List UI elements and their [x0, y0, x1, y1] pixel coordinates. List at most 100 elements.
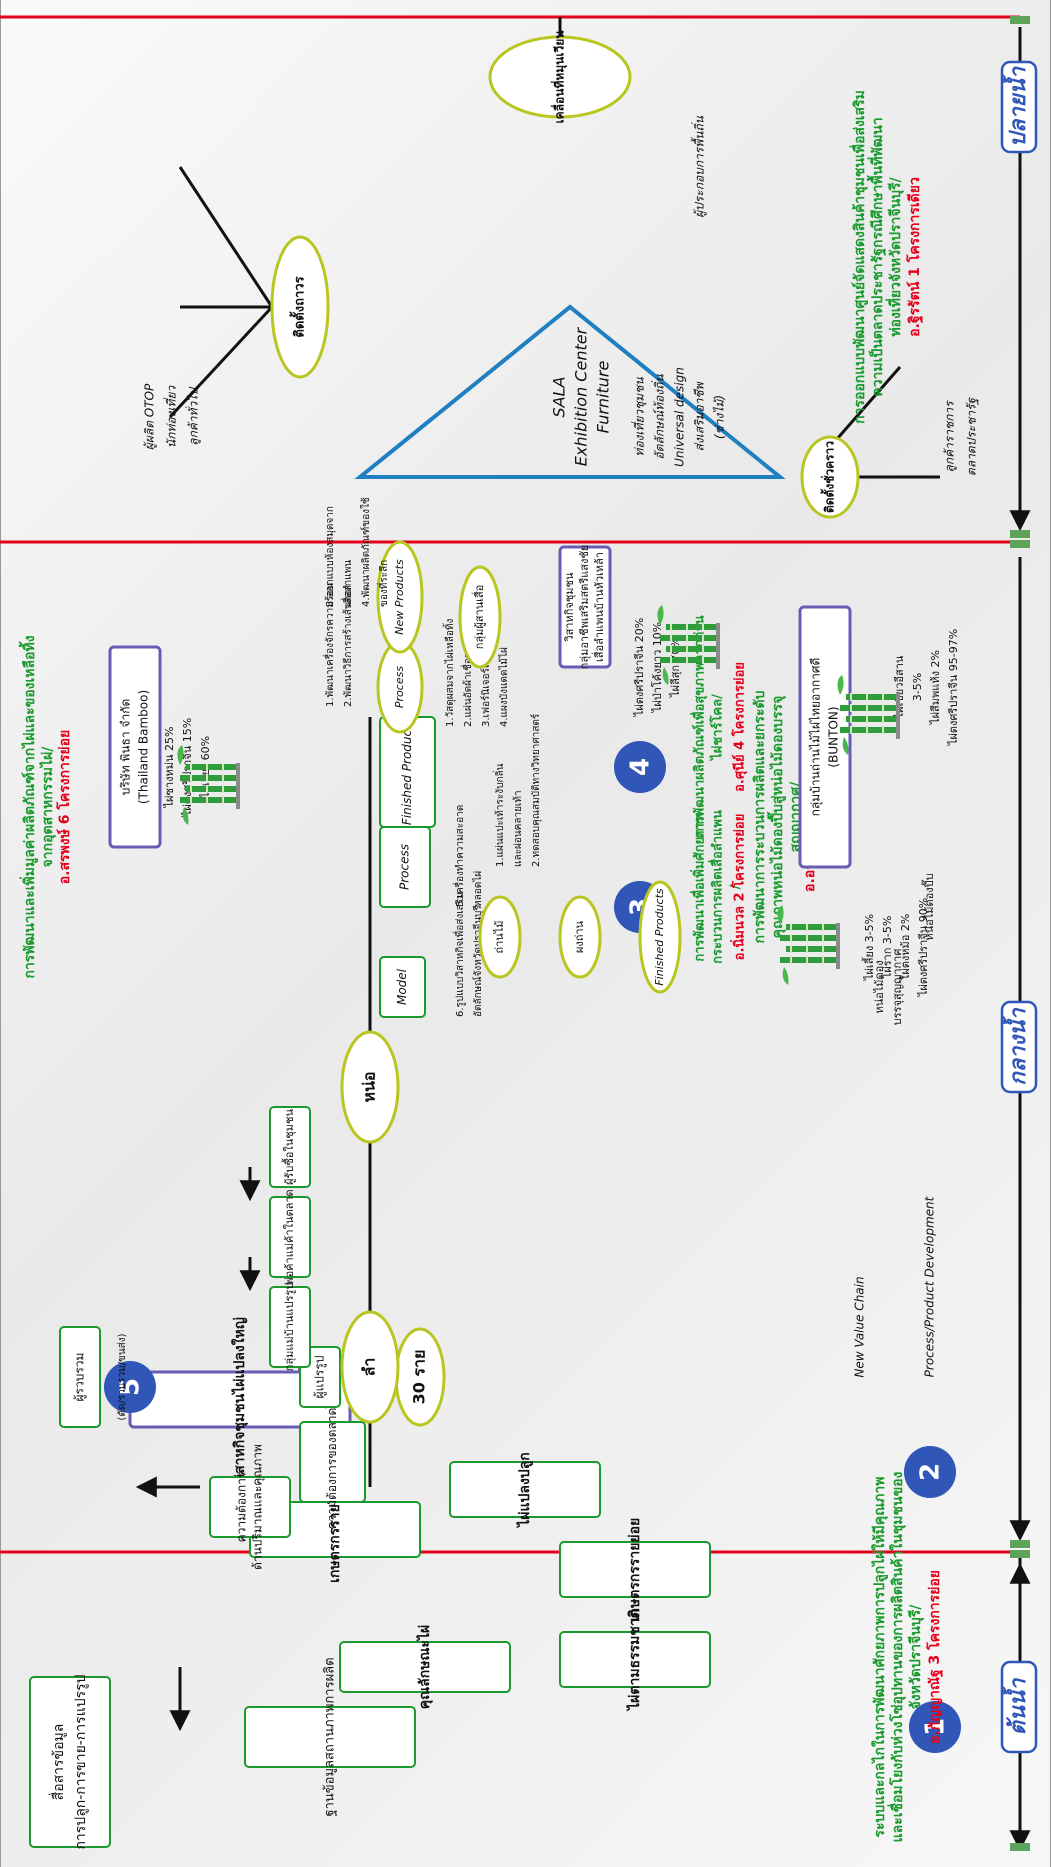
charcoal-oval-label: ถ่านไม้: [493, 920, 506, 953]
company-box: [108, 645, 162, 849]
hub-temp-oval: [800, 435, 860, 519]
bamboo-node: [686, 623, 688, 631]
model-box-label: Model: [395, 968, 409, 1005]
caption-3: /: [729, 884, 744, 889]
bunton-box: [798, 605, 852, 869]
bamboo-node: [866, 704, 868, 712]
charcoal-fp-oval-label: Finished Products: [653, 888, 666, 986]
step-badge-2: [904, 1446, 956, 1498]
shoot-oval: [340, 1030, 400, 1144]
mat-group-box-label: วิสาหกิจชุมชน: [563, 572, 576, 642]
model-item: 6.รูปแบบวิสาหกิจเพื่อส่งเสริม: [452, 892, 466, 1017]
bamboo-stalk: [846, 694, 896, 700]
bamboo-leaves: [777, 905, 789, 985]
collector-box: [59, 1326, 101, 1428]
bamboo-leaves: [657, 605, 669, 685]
bamboo-icon-mat: [657, 605, 720, 685]
bamboo-node: [206, 774, 208, 782]
company-box-label: บริษัท พินธา จำกัด: [119, 699, 133, 796]
info-box-label: สื่อสารข้อมูล: [49, 1724, 67, 1801]
quality-need-box-label: ด้านปริมาณและคุณภาพ: [251, 1444, 266, 1570]
shoot-oval-label: หน่อ: [360, 1071, 379, 1102]
bamboo-node: [882, 726, 884, 734]
caption-3: การพัฒนาเพื่อเพิ่มศักยภาพ: [690, 812, 708, 961]
bamboo-node: [866, 715, 868, 723]
section-upstream-label: ต้นน้ำ: [1001, 1677, 1031, 1735]
bamboo-node: [222, 785, 224, 793]
bamboo-node: [222, 774, 224, 782]
bamboo-node: [190, 774, 192, 782]
charcoal-oval: [478, 895, 522, 979]
section-midstream-label: กลางน้ำ: [1001, 1007, 1031, 1086]
bamboo-icon-shoot: [837, 675, 900, 755]
caption-downstream: การออกแบบพัฒนาศูนย์จัดแสดงสินค้าชุมชนเพื…: [849, 90, 868, 424]
chain-box-housewives-label: กลุ่มแม่บ้านแปรรูป: [283, 1283, 296, 1372]
bamboo-stalk: [186, 764, 236, 770]
newproduct-item: ของที่ระลึก: [376, 560, 390, 607]
shoot-variety-label: ไผ่ตงศรีปราจีน 95-97%: [947, 629, 960, 746]
triangle-side-label: ส่งเสริมอาชีพ: [693, 381, 707, 451]
bamboo-node: [190, 785, 192, 793]
quality-box: [339, 1641, 511, 1693]
hub-decor-oval: [270, 235, 330, 379]
shoot-label: หน่อไม้ดอง: [873, 960, 886, 1013]
bamboo-leaves: [177, 745, 189, 825]
bamboo-base: [836, 923, 840, 969]
section-downstream: [1000, 60, 1038, 154]
triangle-side-label: (ช่างไม้): [713, 395, 727, 439]
bamboo-node: [850, 693, 852, 701]
caption-1: จังหวัดปราจีนบุรี/: [908, 1604, 924, 1710]
chain-box-buyers: [269, 1106, 311, 1188]
bamboo-node: [686, 656, 688, 664]
legend-value-chain: New Value Chain: [853, 1276, 867, 1377]
collector-box-label: ผู้รวบรวม: [73, 1353, 88, 1402]
step-badge-5: [104, 1361, 156, 1413]
spoke: [168, 305, 274, 419]
charcoal-fp-oval: [638, 880, 682, 994]
info-box: [29, 1676, 111, 1848]
bamboo-node: [670, 634, 672, 642]
bamboo-node: [190, 763, 192, 771]
charcoal-item: 2.ทดสอบคุณสมบัติทางวิทยาศาสตร์: [530, 713, 542, 867]
bamboo-node: [222, 796, 224, 804]
shoot-variety-label: ไผ่สีมพแห้ง 2%: [929, 650, 942, 725]
bamboo-node: [822, 923, 824, 931]
database-box-label: ฐานข้อมูลสถานภาพการผลิต: [323, 1657, 338, 1816]
hub-move-oval: [488, 35, 632, 119]
hub-temp-oval-label: ติดตั้งชั่วคราว: [820, 441, 837, 513]
bamboo-node: [670, 656, 672, 664]
bamboo-node: [670, 645, 672, 653]
bamboo-node: [882, 693, 884, 701]
process2-oval-label: Process: [393, 666, 406, 708]
sala-label: SALA: [550, 377, 569, 418]
step-badge-number: 5: [116, 1378, 146, 1396]
process-item: หลอดไผ่: [472, 871, 484, 907]
bamboo-node: [190, 796, 192, 804]
bamboo-stalk: [786, 924, 836, 930]
chain-box-market: [269, 1196, 311, 1278]
timeline-tick: [1010, 1550, 1030, 1558]
bamboo-node: [850, 715, 852, 723]
bamboo-node: [806, 945, 808, 953]
step-badge-number: 2: [916, 1463, 946, 1481]
caption-downstream-author: อ.ฐิรรัตน์ 1 โครงการเดียว: [905, 177, 924, 337]
mat-group-box-label: เสื่อลำแพนบ้านหัวเหล้า: [591, 552, 606, 662]
shoot-label: หน่อไม้ดองปี๊บ: [921, 873, 936, 940]
bamboo-node: [790, 934, 792, 942]
step-badge-1: [909, 1701, 961, 1753]
bamboo-stalk: [846, 716, 896, 722]
timeline-tick: [1010, 540, 1030, 548]
bamboo-node: [806, 956, 808, 964]
bamboo-node: [882, 715, 884, 723]
step-badge-number: 4: [626, 758, 656, 776]
caption-2: การพัฒนาและเพิ่มมูลค่าผลิตภัณฑ์จากไผ่และ…: [18, 635, 38, 978]
sala-label: Furniture: [594, 361, 613, 434]
fp-item: 1.วัสดุผสมจากไผ่เหลือทิ้ง: [442, 619, 456, 727]
bamboo-node: [790, 945, 792, 953]
caption-1-author: อ.กัญญาณัฐ 3 โครงการย่อย: [925, 1570, 944, 1744]
stem-oval-label: ลำ: [360, 1358, 379, 1377]
timeline-tick: [1010, 1843, 1030, 1851]
bamboo-node: [806, 934, 808, 942]
hub-move-oval-label: เคลื่อนที่หมุนเวียน: [551, 30, 568, 124]
